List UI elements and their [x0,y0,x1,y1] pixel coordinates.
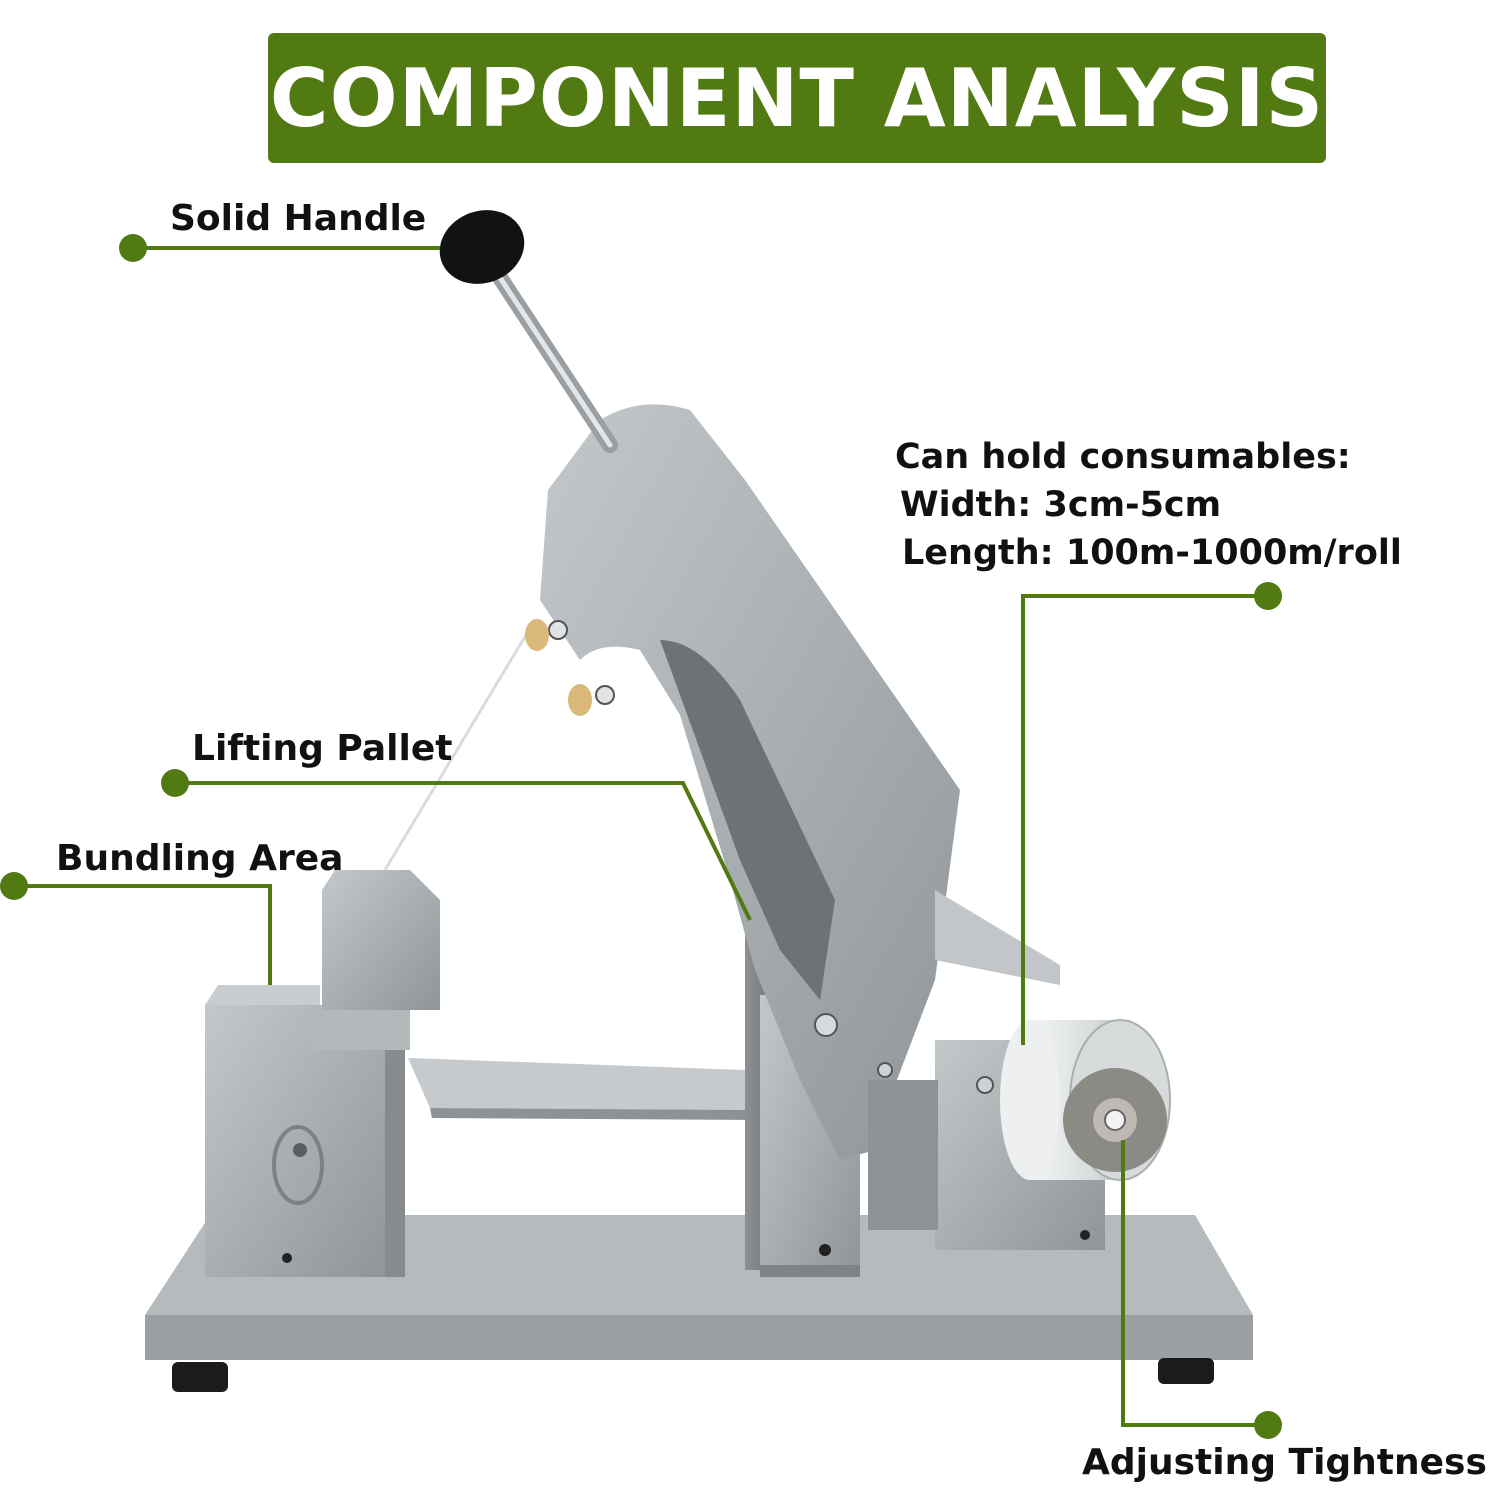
handle-knob [439,210,525,284]
callout-dot [1254,1411,1282,1439]
leader-lines [14,246,1268,1427]
label-bundling-area: Bundling Area [56,838,344,879]
bundling-head [310,619,537,1050]
consumables-heading: Can hold consumables: [895,437,1351,477]
consumable-roll [1000,1019,1171,1181]
lever-arm-plate [525,404,960,1160]
consumables-length: Length: 100m-1000m/roll [902,533,1402,573]
title-banner: COMPONENT ANALYSIS [268,33,1326,163]
callout-dot [0,872,28,900]
base-foot [1158,1358,1214,1384]
callout-dot [161,769,189,797]
label-lifting-pallet: Lifting Pallet [192,728,453,769]
handle-assembly [439,210,618,453]
bundling-box [205,985,405,1277]
callout-dot [1254,582,1282,610]
leader-adjusting-tightness [1121,1140,1268,1427]
leader-consumables [1021,594,1268,1045]
consumables-width: Width: 3cm-5cm [900,485,1222,525]
lifting-pallet-tray [408,1058,760,1120]
label-adjusting-tightness: Adjusting Tightness [1082,1442,1487,1483]
leader-lifting-pallet [175,781,752,921]
label-solid-handle: Solid Handle [170,198,427,239]
leader-bundling-area [14,884,272,985]
base-foot [172,1362,228,1392]
page-title: COMPONENT ANALYSIS [269,51,1325,145]
callout-dot [119,234,147,262]
